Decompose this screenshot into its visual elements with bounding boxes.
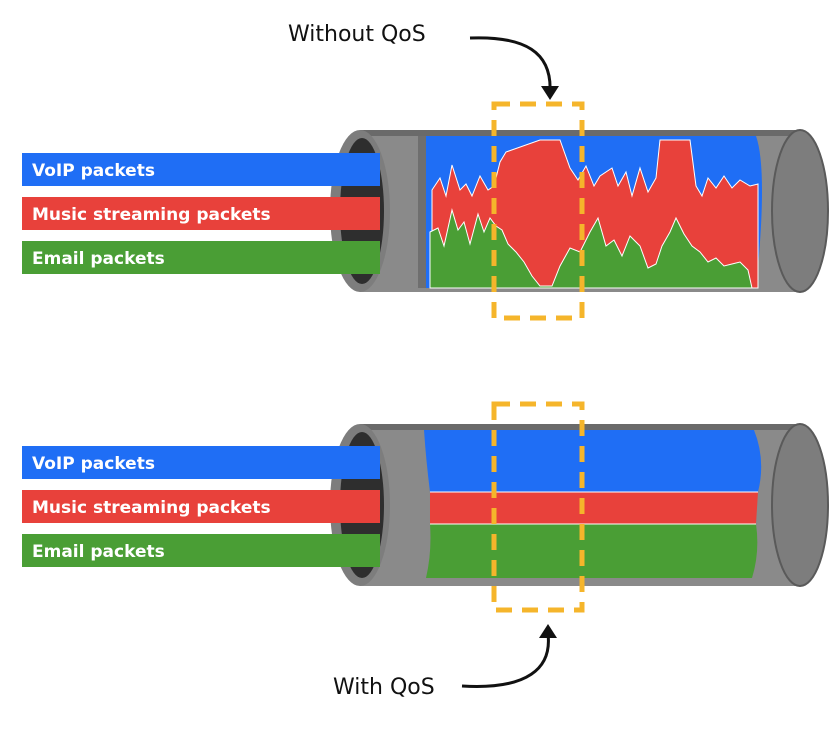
without-qos-caption: Without QoS <box>288 22 426 47</box>
bottom-lanes: VoIP packets Music streaming packets Ema… <box>22 446 380 567</box>
top-music-lane <box>22 197 380 230</box>
with-qos-caption: With QoS <box>333 675 435 700</box>
with-qos-arrow <box>461 633 550 688</box>
top-pipe-right-cap <box>772 130 828 292</box>
bottom-highlight-box <box>491 401 585 613</box>
top-lanes: VoIP packets Music streaming packets Ema… <box>22 153 380 274</box>
bottom-music-area <box>430 492 758 524</box>
bottom-voip-area <box>424 430 762 492</box>
top-email-lane <box>22 241 380 274</box>
top-email-label: Email packets <box>32 249 165 269</box>
bottom-traffic <box>424 430 762 578</box>
bottom-email-area <box>426 524 758 578</box>
bottom-email-lane <box>22 534 380 567</box>
without-qos-diagram: Without QoS VoIP packets Music streaming… <box>22 22 829 321</box>
bottom-email-label: Email packets <box>32 542 165 562</box>
top-voip-lane <box>22 153 380 186</box>
top-email-area <box>429 208 753 289</box>
bottom-music-label: Music streaming packets <box>32 498 271 518</box>
bottom-pipe-right-cap <box>772 424 828 586</box>
top-traffic <box>426 136 762 289</box>
without-qos-arrow <box>469 36 552 93</box>
bottom-voip-lane <box>22 446 380 479</box>
with-qos-diagram: VoIP packets Music streaming packets Ema… <box>22 401 829 700</box>
top-voip-label: VoIP packets <box>32 161 155 181</box>
without-qos-arrowhead <box>541 86 559 100</box>
top-music-label: Music streaming packets <box>32 205 271 225</box>
top-highlight-box <box>491 101 585 321</box>
bottom-voip-label: VoIP packets <box>32 454 155 474</box>
bottom-music-lane <box>22 490 380 523</box>
with-qos-arrowhead <box>539 624 557 638</box>
